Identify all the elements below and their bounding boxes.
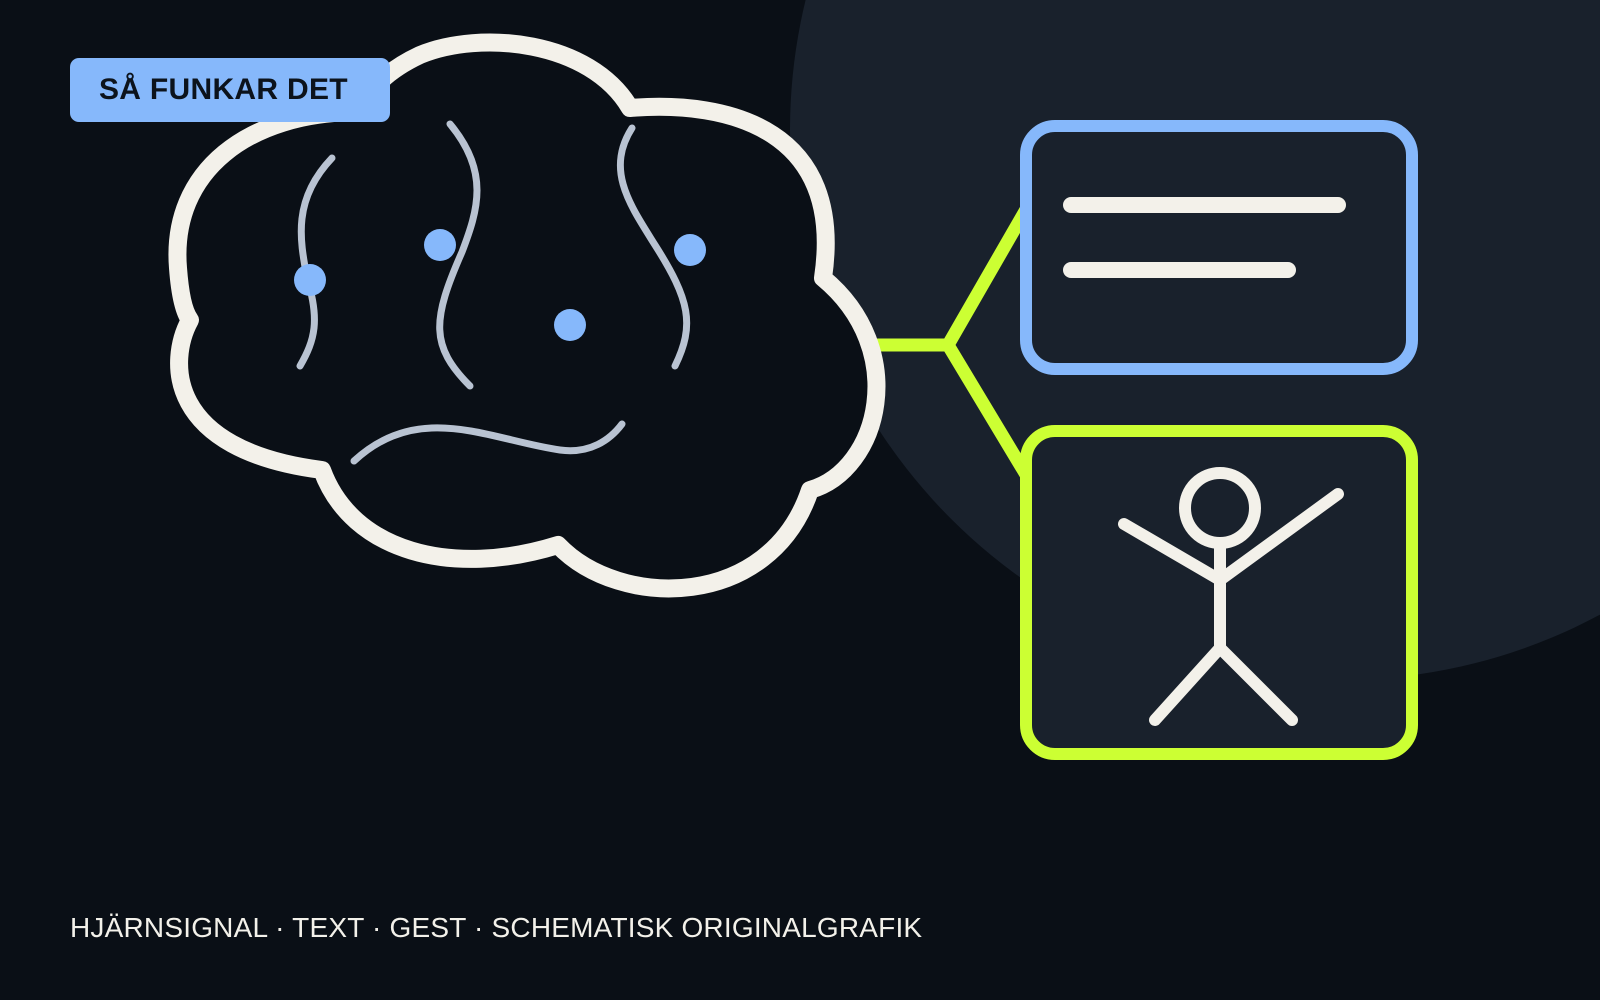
brain-icon: [168, 33, 886, 598]
figure-arms: [1118, 488, 1344, 586]
stick-figure-icon: [1118, 467, 1344, 726]
how-it-works-badge: SÅ FUNKAR DET: [70, 58, 390, 122]
signal-dot-3: [554, 309, 586, 341]
brain-fold-2: [436, 120, 481, 390]
signal-dot-4: [674, 234, 706, 266]
connector-branch-gesture: [941, 338, 1035, 485]
gesture-output-box: [1020, 425, 1418, 760]
text-output-box: [1020, 120, 1418, 375]
text-box-frame: [1020, 120, 1418, 375]
footer-caption: HJÄRNSIGNAL · TEXT · GEST · SCHEMATISK O…: [70, 912, 923, 943]
brain-fold-4: [350, 420, 626, 465]
signal-dots: [294, 229, 706, 341]
figure-legs: [1149, 642, 1298, 726]
signal-dot-2: [424, 229, 456, 261]
text-lines-icon: [1063, 197, 1346, 278]
connector-branch-text: [941, 199, 1035, 352]
brain-outline: [168, 33, 886, 598]
signal-dot-1: [294, 264, 326, 296]
brain-fold-3: [616, 124, 691, 370]
badge-label: SÅ FUNKAR DET: [99, 73, 348, 106]
